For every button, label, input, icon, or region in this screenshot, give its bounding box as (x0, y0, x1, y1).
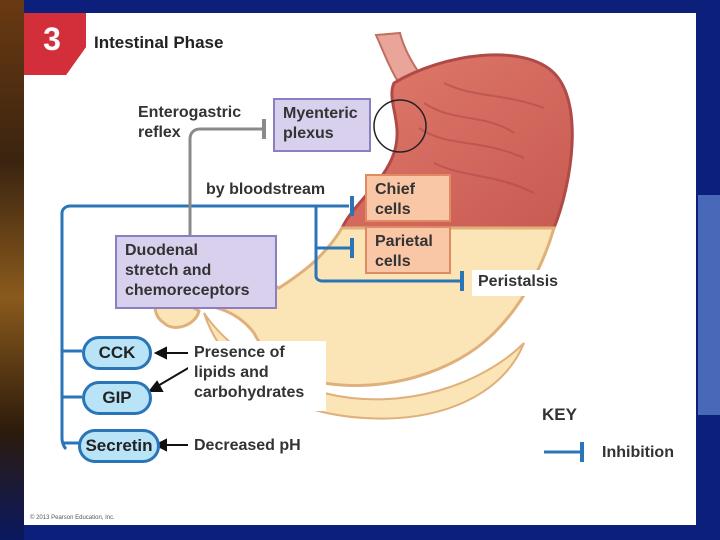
label-line: Duodenal (125, 242, 198, 259)
presence-of-lipids-label: Presence of lipids and carbohydrates (188, 341, 326, 411)
label-line: Enterogastric (138, 104, 242, 121)
label-line: Presence of (194, 344, 285, 361)
parietal-cells-box: Parietal cells (365, 226, 451, 274)
enterogastric-reflex-label: Enterogastric reflex (138, 103, 241, 143)
copyright-notice: © 2013 Pearson Education, Inc. (30, 515, 115, 521)
label-line: carbohydrates (194, 384, 305, 401)
chief-cells-box: Chief cells (365, 174, 451, 222)
rugae-lines (418, 82, 545, 194)
cck-hormone-pill: CCK (82, 336, 152, 370)
background-accent-right (698, 195, 720, 415)
myenteric-plexus-box: Myenteric plexus (273, 98, 371, 152)
key-inhibition-label: Inhibition (602, 444, 674, 461)
label-line: Chief (375, 181, 415, 198)
step-number: 3 (43, 20, 61, 57)
inhibition-bars (350, 196, 464, 291)
label-line: reflex (138, 124, 181, 141)
stimulus-arrows (147, 346, 191, 452)
label-line: stretch and (125, 262, 212, 279)
label-line: Parietal (375, 233, 433, 250)
label-line: cells (375, 201, 411, 218)
peristalsis-label: Peristalsis (472, 270, 582, 296)
background-texture-left (0, 0, 24, 540)
diagram-title: Intestinal Phase (94, 33, 224, 52)
key-title: KEY (542, 405, 577, 424)
duodenal-receptors-box: Duodenal stretch and chemoreceptors (115, 235, 277, 309)
by-bloodstream-label: by bloodstream (206, 181, 326, 198)
decreased-ph-label: Decreased pH (188, 434, 328, 460)
neural-reflex-path (188, 127, 264, 235)
diagram-card: 3 Intestinal Phase Enterogastric reflex … (24, 13, 696, 525)
label-line: plexus (283, 125, 334, 142)
label-line: lipids and (194, 364, 269, 381)
label-line: chemoreceptors (125, 282, 250, 299)
gip-hormone-pill: GIP (82, 381, 152, 415)
label-line: Myenteric (283, 105, 358, 122)
magnifier-circle (373, 99, 427, 153)
secretin-hormone-pill: Secretin (78, 429, 160, 463)
label-line: cells (375, 253, 411, 270)
